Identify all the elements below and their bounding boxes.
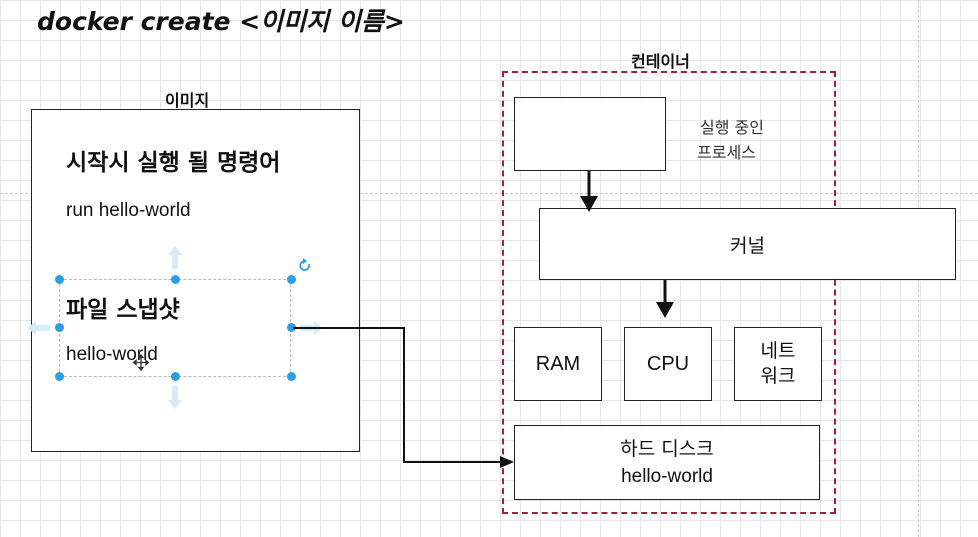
container-box[interactable] (502, 71, 836, 514)
ram-box[interactable]: RAM (514, 327, 602, 401)
network-box[interactable]: 네트 워크 (734, 327, 822, 401)
snapshot-to-disk-arrow (293, 327, 514, 468)
resize-handle-top[interactable] (171, 275, 180, 284)
process-to-kernel-arrow (580, 171, 598, 212)
container-label: 컨테이너 (631, 52, 690, 71)
ram-label: RAM (535, 352, 581, 375)
resize-handle-bottom[interactable] (171, 372, 180, 381)
image-box[interactable] (31, 109, 360, 452)
resize-handle-right[interactable] (287, 323, 296, 332)
hard-disk-file: hello-world (621, 465, 713, 487)
resize-handle-left[interactable] (55, 323, 64, 332)
kernel-to-cpu-arrow (656, 280, 674, 318)
cpu-box[interactable]: CPU (624, 327, 712, 401)
move-hint-arrows (27, 246, 323, 409)
resize-handle-bottom-right[interactable] (287, 372, 296, 381)
process-box[interactable] (514, 97, 666, 171)
kernel-label: 커널 (730, 234, 765, 257)
cpu-label: CPU (646, 352, 690, 375)
file-snapshot-heading[interactable]: 파일 스냅샷 (66, 297, 180, 323)
process-label-line1: 실행 중인 (700, 118, 764, 137)
image-label: 이미지 (165, 91, 210, 110)
rotate-icon[interactable] (299, 258, 311, 271)
resize-handle-top-right[interactable] (287, 275, 296, 284)
page-title: docker create <이미지 이름> (37, 7, 405, 36)
network-label-line2: 워크 (760, 365, 796, 387)
startup-command-heading: 시작시 실행 될 명령어 (66, 150, 281, 176)
kernel-box[interactable]: 커널 (539, 208, 956, 280)
process-label-line2: 프로세스 (697, 143, 756, 162)
resize-handle-top-left[interactable] (55, 275, 64, 284)
startup-command-text: run hello-world (66, 200, 191, 221)
hard-disk-label: 하드 디스크 (620, 437, 714, 460)
resize-handle-bottom-left[interactable] (55, 372, 64, 381)
horizontal-guide-line (0, 193, 978, 194)
network-label-line1: 네트 (760, 340, 796, 362)
move-cursor-icon (132, 353, 150, 372)
file-snapshot-text[interactable]: hello-world (66, 344, 158, 365)
hard-disk-box[interactable]: 하드 디스크 hello-world (514, 425, 820, 500)
